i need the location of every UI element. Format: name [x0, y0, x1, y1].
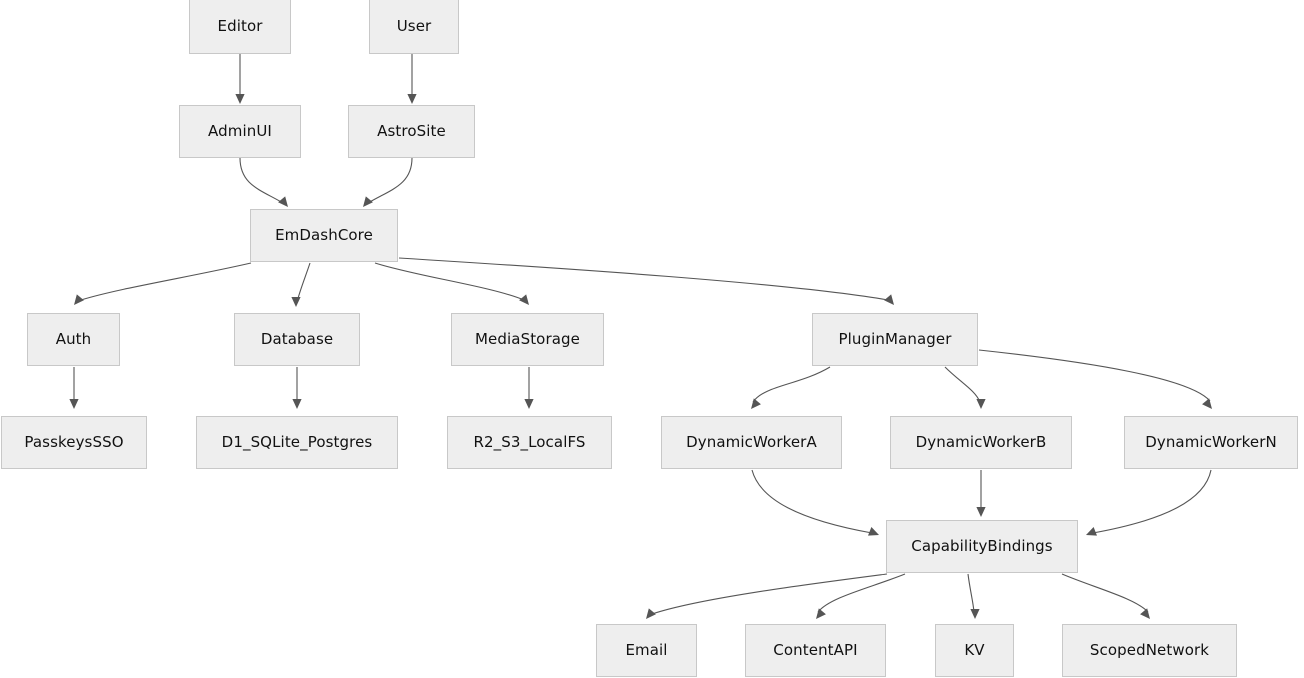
arrowhead-icon: [1086, 527, 1097, 536]
node-astrosite[interactable]: AstroSite: [348, 105, 475, 158]
arrowhead-icon: [407, 94, 417, 104]
node-email[interactable]: Email: [596, 624, 697, 677]
arrowhead-icon: [884, 294, 894, 305]
node-label: AdminUI: [208, 122, 272, 141]
node-scopednetwork[interactable]: ScopedNetwork: [1062, 624, 1237, 677]
edge-emdashcore-to-pluginmanager: [398, 257, 894, 305]
node-auth[interactable]: Auth: [27, 313, 120, 366]
node-workern[interactable]: DynamicWorkerN: [1124, 416, 1298, 469]
edge-database-to-d1sqlite: [292, 367, 302, 409]
edge-auth-to-passkeyssso: [69, 367, 79, 409]
edge-capbindings-to-email: [646, 573, 888, 619]
node-label: Email: [625, 641, 668, 660]
node-r2s3[interactable]: R2_S3_LocalFS: [447, 416, 612, 469]
edge-astrosite-to-emdashcore: [363, 157, 413, 207]
edge-pluginmanager-to-workera: [751, 366, 831, 409]
node-label: R2_S3_LocalFS: [473, 433, 586, 452]
edge-workerb-to-capbindings: [976, 470, 986, 517]
edge-workera-to-capbindings: [751, 469, 879, 536]
node-label: DynamicWorkerN: [1145, 433, 1277, 452]
node-contentapi[interactable]: ContentAPI: [745, 624, 886, 677]
arrowhead-icon: [292, 399, 302, 409]
node-label: CapabilityBindings: [911, 537, 1053, 556]
arrowhead-icon: [519, 294, 529, 305]
edge-capbindings-to-kv: [967, 573, 980, 619]
node-label: ScopedNetwork: [1089, 641, 1210, 660]
edge-user-to-astrosite: [407, 54, 417, 104]
node-label: User: [396, 17, 432, 36]
node-label: Editor: [217, 17, 263, 36]
edge-pluginmanager-to-workerb: [944, 366, 986, 409]
node-label: DynamicWorkerA: [686, 433, 817, 452]
node-label: AstroSite: [377, 122, 446, 141]
node-label: Database: [260, 330, 334, 349]
edge-emdashcore-to-auth: [74, 262, 252, 305]
arrowhead-icon: [291, 297, 301, 307]
node-capbindings[interactable]: CapabilityBindings: [886, 520, 1078, 573]
arrowhead-icon: [69, 399, 79, 409]
arrowhead-icon: [816, 608, 826, 619]
arrowhead-icon: [868, 527, 879, 536]
node-label: D1_SQLite_Postgres: [221, 433, 373, 452]
arrowhead-icon: [976, 507, 986, 517]
node-user[interactable]: User: [369, 0, 459, 54]
node-label: Auth: [55, 330, 92, 349]
node-mediastorage[interactable]: MediaStorage: [451, 313, 604, 366]
arrowhead-icon: [524, 399, 534, 409]
edge-emdashcore-to-mediastorage: [374, 262, 529, 305]
node-workera[interactable]: DynamicWorkerA: [661, 416, 842, 469]
arrowhead-icon: [1202, 398, 1212, 409]
arrowhead-icon: [74, 294, 84, 305]
arrowhead-icon: [751, 398, 761, 409]
edge-mediastorage-to-r2s3: [524, 367, 534, 409]
node-editor[interactable]: Editor: [189, 0, 291, 54]
node-label: KV: [964, 641, 985, 660]
node-emdashcore[interactable]: EmDashCore: [250, 209, 398, 262]
node-label: ContentAPI: [773, 641, 858, 660]
arrowhead-icon: [278, 196, 288, 207]
node-label: PasskeysSSO: [24, 433, 124, 452]
edge-adminui-to-emdashcore: [239, 157, 288, 207]
edge-capbindings-to-contentapi: [816, 573, 906, 619]
arrowhead-icon: [970, 609, 980, 619]
edge-pluginmanager-to-workern: [978, 349, 1212, 409]
node-pluginmanager[interactable]: PluginManager: [812, 313, 978, 366]
node-database[interactable]: Database: [234, 313, 360, 366]
arrowhead-icon: [646, 608, 656, 619]
edge-workern-to-capbindings: [1086, 469, 1212, 536]
node-adminui[interactable]: AdminUI: [179, 105, 301, 158]
node-workerb[interactable]: DynamicWorkerB: [890, 416, 1072, 469]
arrowhead-icon: [976, 399, 986, 409]
node-label: DynamicWorkerB: [915, 433, 1047, 452]
arrowhead-icon: [1140, 608, 1150, 619]
arrowhead-icon: [363, 196, 373, 207]
edge-emdashcore-to-database: [291, 262, 311, 307]
edge-editor-to-adminui: [235, 54, 245, 104]
node-kv[interactable]: KV: [935, 624, 1014, 677]
node-passkeyssso[interactable]: PasskeysSSO: [1, 416, 147, 469]
node-label: EmDashCore: [275, 226, 373, 245]
node-label: PluginManager: [838, 330, 952, 349]
node-d1sqlite[interactable]: D1_SQLite_Postgres: [196, 416, 398, 469]
arrowhead-icon: [235, 94, 245, 104]
edge-capbindings-to-scopednetwork: [1061, 573, 1150, 619]
node-label: MediaStorage: [475, 330, 580, 349]
